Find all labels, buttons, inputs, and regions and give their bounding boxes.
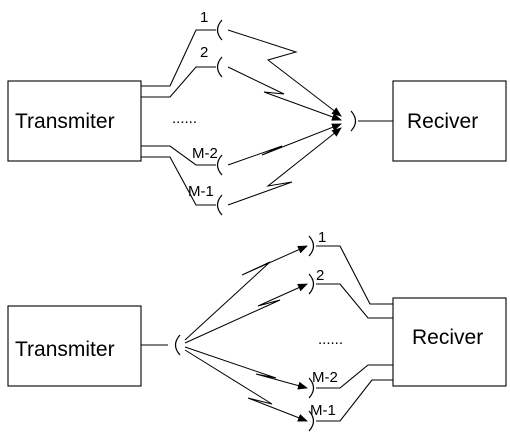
top-scenario: Transmiter Reciver 1 2 M-2 M-1 ......	[7, 9, 507, 216]
bottom-antenna-label-1: 1	[318, 229, 326, 246]
top-antenna-label-m1: M-1	[188, 183, 214, 200]
top-ray-m2	[227, 123, 342, 166]
bottom-antenna-label-2: 2	[316, 267, 324, 284]
bottom-receiver-box	[392, 297, 507, 387]
top-wire-2	[141, 66, 216, 98]
top-transmitter-box	[7, 80, 142, 162]
bottom-transmitter-label: Transmiter	[15, 338, 115, 361]
bottom-rx-antenna-1	[308, 235, 315, 257]
bottom-tx-antenna	[174, 334, 181, 356]
top-tx-antenna-2	[216, 56, 223, 78]
bottom-rx-antenna-2	[308, 273, 315, 295]
bottom-rx-antenna-m2	[308, 377, 315, 399]
top-tx-antenna-m2	[216, 154, 223, 176]
top-ellipsis: ......	[172, 110, 197, 127]
bottom-wire-m2	[316, 364, 393, 389]
top-tx-antenna-m1	[216, 194, 223, 216]
bottom-antenna-label-m1: M-1	[310, 402, 336, 419]
bottom-ray-m2	[184, 346, 308, 390]
bottom-ray-2	[184, 283, 308, 344]
top-wire-1	[141, 29, 216, 87]
bottom-receiver-label: Reciver	[412, 326, 483, 349]
bottom-scenario: Transmiter Reciver 1 2 M-2 M-1 ......	[7, 229, 507, 432]
bottom-ray-m1	[184, 349, 308, 422]
top-antenna-label-1: 1	[200, 9, 208, 26]
bottom-ray-1	[184, 245, 308, 341]
top-receiver-box	[392, 80, 507, 162]
top-wire-m2	[141, 145, 216, 166]
bottom-wire-1	[316, 245, 393, 305]
top-tx-antenna-1	[216, 19, 223, 41]
bottom-rx-antenna-m1	[308, 410, 315, 432]
bottom-antenna-label-m2: M-2	[312, 369, 338, 386]
top-rx-antenna	[350, 110, 357, 132]
top-ray-m1	[227, 127, 342, 206]
bottom-ellipsis: ......	[318, 331, 343, 348]
bottom-wire-m1	[316, 379, 393, 422]
bottom-transmitter-box	[7, 305, 142, 387]
top-transmitter-label: Transmiter	[15, 110, 115, 133]
top-receiver-label: Reciver	[407, 110, 478, 133]
bottom-wire-2	[316, 283, 393, 319]
top-antenna-label-m2: M-2	[192, 145, 218, 162]
top-wire-m1	[141, 156, 216, 206]
top-ray-2	[227, 66, 342, 121]
top-antenna-label-2: 2	[200, 44, 208, 61]
top-ray-1	[227, 29, 342, 117]
